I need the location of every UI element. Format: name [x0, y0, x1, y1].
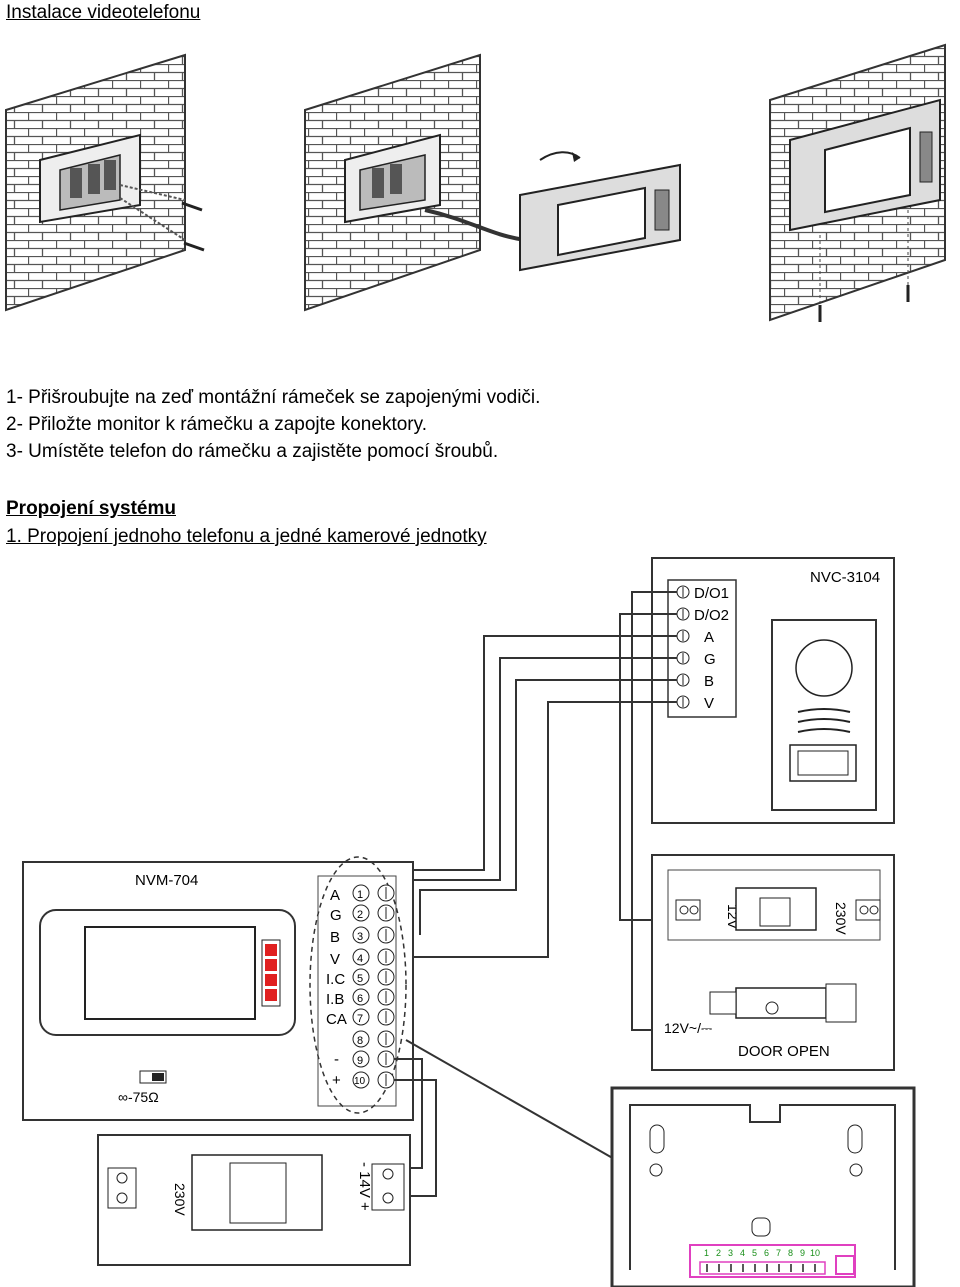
svg-text:G: G: [704, 651, 716, 668]
camera-lens-icon: [795, 639, 853, 697]
monitor-terminal: CA 7: [326, 1008, 395, 1028]
screw-icon: [818, 285, 910, 322]
svg-text:2: 2: [357, 909, 363, 921]
door-unit-terminal: A: [676, 629, 714, 646]
bus-wires: [399, 591, 677, 1031]
rotate-arrow-icon: [539, 151, 581, 162]
door-unit: NVC-3104 D/O1 D/O2 A G B V: [651, 557, 895, 824]
svg-text:B: B: [704, 673, 714, 690]
bracket-terminal-number: 1: [704, 1248, 709, 1258]
step-3: 3- Umístěte telefon do rámečku a zajistě…: [6, 441, 499, 462]
monitor-psu-output-label: - 14V +: [356, 1162, 373, 1211]
monitor-power-supply-panel: 230V - 14V +: [97, 1134, 411, 1266]
monitor-terminal: I.C 5: [326, 968, 395, 988]
install-step-1-illustration: [5, 53, 205, 312]
svg-text:4: 4: [357, 953, 363, 965]
bracket-terminal-number: 6: [764, 1248, 769, 1258]
door-lock-icon: [709, 983, 857, 1023]
monitor-terminal: +10: [332, 1071, 395, 1089]
svg-text:-: -: [334, 1051, 339, 1068]
svg-text:G: G: [330, 907, 342, 924]
door-unit-terminal: B: [676, 673, 714, 690]
screw-icon: [181, 201, 205, 252]
svg-text:V: V: [330, 951, 340, 968]
bracket-terminal-number: 10: [810, 1248, 820, 1258]
termination-switch: [139, 1070, 167, 1084]
bracket-terminal-number: 5: [752, 1248, 757, 1258]
monitor-terminal: 8: [352, 1030, 395, 1048]
subsection-heading: 1. Propojení jednoho telefonu a jedné ka…: [6, 526, 487, 547]
door-unit-model: NVC-3104: [810, 569, 880, 586]
svg-text:A: A: [330, 887, 340, 904]
monitor-psu-module: [191, 1154, 323, 1231]
door-unit-terminal-block: [667, 579, 737, 718]
install-step-2-illustration: [304, 53, 681, 312]
door-open-caption: DOOR OPEN: [738, 1043, 830, 1060]
install-step-3-illustration: [769, 43, 946, 322]
svg-text:A: A: [704, 629, 714, 646]
call-button: [789, 744, 857, 782]
monitor-terminal: -9: [334, 1050, 395, 1068]
monitor-model: NVM-704: [135, 872, 198, 889]
installation-illustrations: [5, 43, 946, 322]
monitor-terminal: I.B 6: [326, 988, 395, 1008]
termination-switch-label: ∞-75Ω: [118, 1089, 159, 1105]
monitor-housing: [39, 909, 296, 1036]
svg-text:+: +: [332, 1072, 341, 1089]
svg-text:B: B: [330, 929, 340, 946]
wall-bracket: 1 2 3 4 5 6 7 8 9 10: [610, 1086, 916, 1287]
bracket-terminal-number: 2: [716, 1248, 721, 1258]
svg-text:D/O1: D/O1: [694, 585, 729, 602]
section-heading: Propojení systému: [6, 498, 176, 519]
lock-psu-module: [735, 887, 817, 931]
svg-text:9: 9: [357, 1055, 363, 1067]
monitor-psu-input-label: 230V: [172, 1183, 188, 1216]
svg-text:6: 6: [357, 993, 363, 1005]
step-1: 1- Přišroubujte na zeď montážní rámeček …: [6, 387, 541, 408]
svg-text:10: 10: [354, 1076, 366, 1087]
step-2: 2- Přiložte monitor k rámečku a zapojte …: [6, 414, 427, 435]
installation-steps: 1- Přišroubujte na zeď montážní rámeček …: [6, 384, 540, 465]
bracket-terminal-number: 7: [776, 1248, 781, 1258]
monitor-button-icon: [265, 944, 277, 1001]
lock-psu-output-label: 12V: [725, 904, 741, 930]
door-unit-terminal: D/O2: [676, 607, 729, 624]
svg-text:7: 7: [357, 1013, 363, 1025]
svg-text:D/O2: D/O2: [694, 607, 729, 624]
svg-text:1: 1: [357, 889, 363, 901]
svg-text:8: 8: [357, 1035, 363, 1047]
door-unit-terminal: G: [676, 651, 716, 668]
monitor-screen: [84, 926, 256, 1020]
svg-text:V: V: [704, 695, 714, 712]
bracket-terminal-strip: [689, 1244, 856, 1278]
bracket-terminal-number: 8: [788, 1248, 793, 1258]
svg-text:CA: CA: [326, 1011, 347, 1028]
svg-text:5: 5: [357, 973, 363, 985]
svg-text:I.B: I.B: [326, 991, 344, 1008]
door-unit-terminal: D/O1: [676, 585, 729, 602]
bracket-terminal-number: 9: [800, 1248, 805, 1258]
lock-power-supply-panel: 12V 230V 12V~/⎓ DOOR OPEN: [651, 854, 895, 1071]
monitor-unit: NVM-704 ∞-75Ω: [22, 856, 414, 1121]
power-wires: [378, 1039, 757, 1241]
bracket-terminal-number: 4: [740, 1248, 745, 1258]
document-title: Instalace videotelefonu: [6, 2, 201, 23]
lock-psu-input-label: 230V: [833, 902, 849, 935]
svg-text:3: 3: [357, 931, 363, 943]
door-unit-terminal: V: [676, 695, 714, 712]
door-unit-faceplate: [771, 619, 877, 811]
speaker-grille-icon: [797, 708, 851, 733]
door-lock-voltage: 12V~/⎓: [664, 1020, 712, 1036]
bracket-terminal-number: 3: [728, 1248, 733, 1258]
svg-text:I.C: I.C: [326, 971, 345, 988]
terminal-highlight: [309, 856, 407, 1114]
